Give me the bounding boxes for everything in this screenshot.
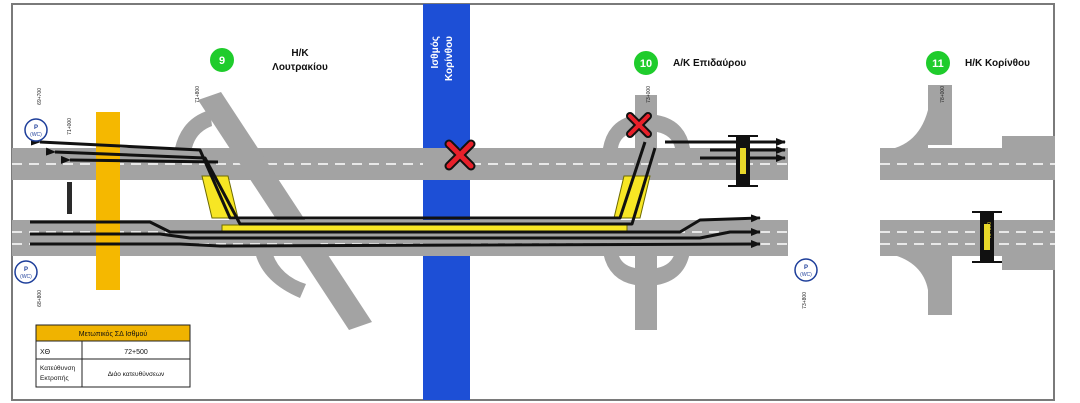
loutraki-road (198, 92, 372, 330)
route-line (30, 240, 761, 249)
parking-wc-signs: P (WC) P (WC) P (WC) (14, 118, 818, 284)
junction-number: 9 (219, 55, 225, 67)
legend-table: Μετωπικός ΣΔ Ισθμού ΧΘ 72+500 Κατεύθυνση… (35, 324, 191, 388)
ramp-11-nw (895, 110, 928, 148)
vms-sign-far-east (972, 211, 1002, 263)
legend-row-label: Εκτροπής (40, 375, 69, 382)
route-line (45, 147, 657, 226)
junction-badge (208, 46, 236, 74)
ramp-9-upper (175, 110, 212, 148)
chainage-label: 78+000 (940, 86, 946, 103)
parking-icon (794, 258, 818, 282)
side-road-ne (1002, 136, 1055, 148)
ramp-11-top (928, 85, 952, 145)
parking-label: (WC) (800, 272, 812, 278)
parking-label: P (34, 125, 38, 131)
parking-icon (24, 118, 48, 142)
median (14, 180, 788, 220)
route-line (30, 137, 647, 220)
ramp-10-sw (603, 252, 635, 285)
carriageway-upper (12, 148, 788, 180)
junction-name: Η/Κ Κορίνθου (965, 58, 1030, 69)
canal-label-line2: Κορίνθου (444, 36, 455, 81)
canal-label-line1: Ισθμός (430, 36, 441, 68)
chainage-label: 69+700 (37, 88, 43, 105)
junction-9: 9 Η/Κ Λουτρακίου (208, 46, 328, 74)
parking-label: P (804, 265, 808, 271)
junction-name: Η/Κ (291, 48, 309, 59)
closure-x-ramp-red (628, 114, 650, 136)
legend-row-label: Κατεύθυνση (40, 364, 75, 372)
closure-x-canal-red (446, 141, 474, 169)
junction-badge (924, 49, 952, 77)
ramp-10-nw (603, 115, 635, 148)
legend-header (35, 324, 191, 342)
parking-label: (WC) (30, 132, 42, 138)
ramp-10-ne (657, 115, 690, 148)
side-road-se (1002, 256, 1055, 270)
chainage-label: 71+000 (67, 118, 73, 135)
parking-icon (14, 260, 38, 284)
parking-sign-east: P (WC) (794, 258, 818, 282)
legend-row-label: ΧΘ (40, 349, 51, 356)
post-marker (67, 182, 72, 214)
chainage-label: 71+800 (195, 86, 201, 103)
ramp-9-lower (255, 252, 306, 298)
vms-sign-east (728, 135, 758, 187)
junction-number: 11 (932, 58, 944, 70)
parking-label: P (24, 267, 28, 273)
orange-work-zone (96, 112, 120, 290)
junction-badge (632, 49, 660, 77)
parking-sign-west: P (WC) (24, 118, 48, 142)
ramp-11-bottom (928, 255, 952, 315)
legend-row-value: 72+500 (124, 349, 148, 356)
chainage-label: 73+800 (802, 292, 808, 309)
route-line (60, 155, 219, 164)
junction-name: Λουτρακίου (272, 62, 328, 73)
ramp-10-se (657, 252, 690, 285)
parking-sign-southwest: P (WC) (14, 260, 38, 284)
junction-name: Α/Κ Επιδαύρου (673, 58, 746, 69)
route-line (30, 228, 761, 240)
chainage-label: 73+000 (646, 86, 652, 103)
junction-number: 10 (640, 58, 652, 70)
legend-title: Μετωπικός ΣΔ Ισθμού (79, 330, 148, 338)
route-line (30, 214, 761, 234)
legend-row-value: Διάο κατευθύνσεων (108, 370, 165, 378)
parking-label: (WC) (20, 274, 32, 280)
vms-signs (728, 135, 1002, 263)
chainage-label: 68+800 (37, 290, 43, 307)
chainage-labels: 69+700 71+000 71+800 73+000 68+800 73+80… (37, 86, 993, 309)
diversion-routes (30, 137, 786, 249)
junction-11: 11 Η/Κ Κορίνθου (924, 49, 1030, 77)
junction-10: 10 Α/Κ Επιδαύρου (632, 49, 746, 77)
carriageway-lower-east (880, 220, 1055, 256)
ramp-11-sw (880, 252, 928, 290)
corinth-canal (423, 4, 470, 400)
chainage-label: 79+000 (987, 222, 993, 239)
